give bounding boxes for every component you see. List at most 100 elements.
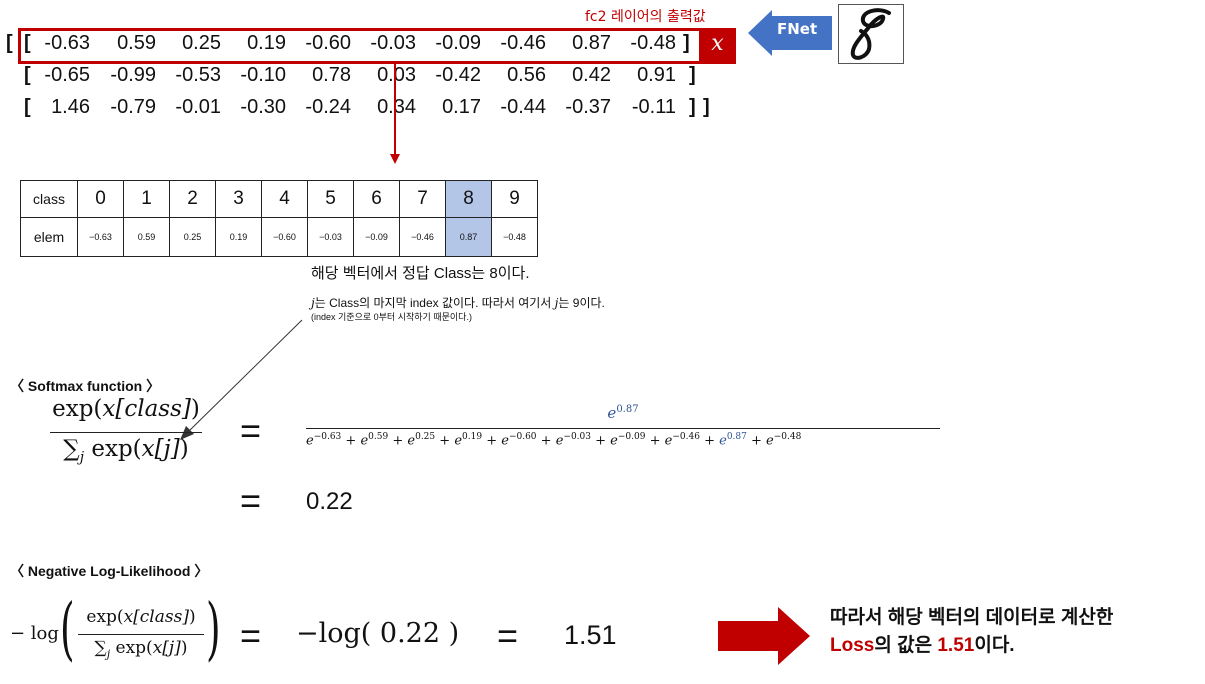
- sum-symbol: ∑: [63, 436, 80, 462]
- conclusion-end: 이다.: [974, 635, 1015, 656]
- nll-heading: 〈 Negative Log-Likelihood 〉: [10, 563, 209, 579]
- pointer-arrow-icon: [180, 319, 303, 440]
- x-class-var: x[class]: [123, 607, 189, 627]
- class-cell: 9: [491, 180, 538, 218]
- elem-cell: −0.63: [77, 217, 124, 257]
- elem-cell: 0.59: [123, 217, 170, 257]
- class-cell: 4: [261, 180, 308, 218]
- e-base: e: [306, 433, 314, 449]
- j-note: j는 Class의 마지막 index 값이다. 따라서 여기서 j는 9이다.: [311, 294, 605, 311]
- matrix-cell: -0.11: [631, 96, 676, 118]
- exp-text: exp(: [115, 638, 153, 658]
- answer-note: 해당 벡터에서 정답 Class는 8이다.: [311, 265, 530, 282]
- e-base: e: [407, 433, 416, 449]
- j-note-text-1: 는 Class의 마지막 index 값이다. 따라서 여기서: [314, 296, 555, 310]
- handwritten-digit-8-icon: [850, 8, 891, 60]
- elem-cell: 0.19: [215, 217, 262, 257]
- expanded-fraction-bar: [306, 428, 940, 429]
- matrix-cell: -0.42: [435, 64, 481, 86]
- class-cell: 2: [169, 180, 216, 218]
- matrix-open-row: [: [24, 96, 31, 118]
- matrix-cell: -0.24: [305, 96, 351, 118]
- neg-log-text: − log: [10, 623, 59, 644]
- nll-denominator: ∑j exp(x[j]): [76, 638, 206, 660]
- x-j-var: x[j]: [141, 436, 180, 462]
- matrix-cell: 0.25: [182, 32, 221, 54]
- matrix-cell: 0.03: [377, 64, 416, 86]
- softmax-denominator: ∑j exp(x[j]): [50, 436, 202, 466]
- class-cell: 0: [77, 180, 124, 218]
- softmax-heading: 〈 Softmax function 〉: [10, 378, 161, 394]
- paren-close: ): [179, 436, 189, 462]
- exp-text: exp(: [52, 396, 103, 422]
- matrix-cell: -0.65: [44, 64, 90, 86]
- exp-term: −0.09: [617, 432, 646, 442]
- matrix-cell: 0.42: [572, 64, 611, 86]
- conclusion-line-1: 따라서 해당 벡터의 데이터로 계산한: [830, 607, 1114, 628]
- matrix-cell: -0.44: [500, 96, 546, 118]
- elem-cell: −0.60: [261, 217, 308, 257]
- class-cell: 5: [307, 180, 354, 218]
- sum-symbol: ∑: [94, 638, 107, 658]
- matrix-cell: -0.48: [630, 32, 676, 54]
- equals-sign: =: [497, 615, 519, 656]
- exp-term: 0.25: [415, 432, 436, 442]
- nll-numerator: exp(x[class]): [76, 607, 206, 627]
- softmax-numerator: exp(x[class]): [50, 396, 202, 422]
- matrix-cell: -0.10: [240, 64, 286, 86]
- class-elem-table: class 0 1 2 3 4 5 6 7 8 9 elem −0.63 0.5…: [20, 180, 538, 257]
- e-base: e: [454, 433, 463, 449]
- matrix-cell: 0.78: [312, 64, 351, 86]
- paren-close: ): [188, 607, 196, 627]
- matrix-cell: 0.17: [442, 96, 481, 118]
- matrix-cell: 0.19: [247, 32, 286, 54]
- fc2-row-highlight: [18, 28, 736, 64]
- down-arrow-icon: [390, 64, 400, 164]
- elem-cell: −0.48: [491, 217, 538, 257]
- digit-image-frame: [838, 4, 904, 64]
- matrix-cell: -0.01: [175, 96, 221, 118]
- class-cell: 3: [215, 180, 262, 218]
- e-base: e: [719, 433, 727, 449]
- e-base: e: [360, 433, 369, 449]
- matrix-open-row: [: [24, 64, 31, 86]
- matrix-cell: 1.46: [51, 96, 90, 118]
- matrix-close-row: ]: [689, 64, 696, 86]
- exp-term: 0.59: [368, 432, 389, 442]
- expanded-numerator: e0.87: [306, 404, 940, 422]
- exp-term: −0.48: [773, 432, 802, 442]
- e-base: e: [607, 404, 617, 422]
- matrix-cell: -0.53: [175, 64, 221, 86]
- matrix-cell: 0.56: [507, 64, 546, 86]
- softmax-fraction-bar: [50, 432, 202, 433]
- elem-cell: 0.25: [169, 217, 216, 257]
- conclusion-line-2: Loss의 값은 1.51이다.: [830, 632, 1113, 660]
- index-note: (index 기준으로 0부터 시작하기 때문이다.): [311, 312, 472, 322]
- matrix-close-row: ]: [689, 96, 696, 118]
- e-base: e: [610, 433, 618, 449]
- x-class-var: x[class]: [102, 396, 191, 422]
- e-base: e: [664, 433, 673, 449]
- paren-close: ): [190, 396, 200, 422]
- matrix-cell: -0.30: [240, 96, 286, 118]
- table-row: elem −0.63 0.59 0.25 0.19 −0.60 −0.03 −0…: [20, 217, 538, 257]
- class-cell: 6: [353, 180, 400, 218]
- matrix-cell: -0.03: [370, 32, 416, 54]
- class-cell-highlighted: 8: [445, 180, 492, 218]
- equals-sign: =: [240, 480, 262, 521]
- fc2-output-label: fc2 레이어의 출력값: [585, 9, 706, 25]
- e-base: e: [501, 433, 509, 449]
- nll-fraction-bar: [78, 634, 204, 635]
- matrix-cell: -0.99: [110, 64, 156, 86]
- class-cell: 7: [399, 180, 446, 218]
- loss-word: Loss: [830, 635, 875, 656]
- equals-sign: =: [240, 615, 262, 656]
- matrix-open-row: [: [24, 32, 31, 54]
- elem-cell-highlighted: 0.87: [445, 217, 492, 257]
- x-symbol-badge: x: [699, 28, 736, 64]
- j-symbol: j: [554, 296, 559, 310]
- j-note-text-2: 는 9이다.: [558, 296, 605, 310]
- matrix-cell: 0.59: [117, 32, 156, 54]
- big-paren-close: ): [206, 590, 221, 669]
- elem-cell: −0.46: [399, 217, 446, 257]
